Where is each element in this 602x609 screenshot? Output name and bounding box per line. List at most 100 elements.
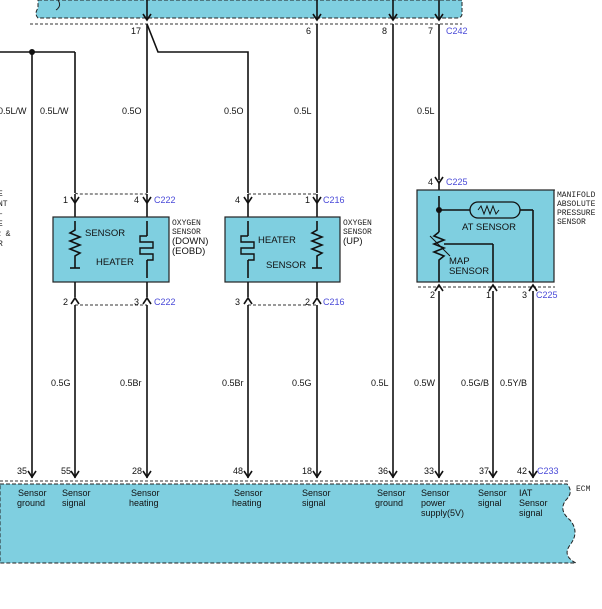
ecm-pin-label: Sensor bbox=[377, 488, 406, 498]
map-pin-4: 4 bbox=[428, 177, 433, 187]
ecm-pin-label: heating bbox=[129, 498, 159, 508]
svg-text:NT: NT bbox=[0, 200, 8, 209]
svg-text:E: E bbox=[0, 220, 3, 229]
top-pin-8: 8 bbox=[382, 26, 387, 36]
svg-text:OXYGEN: OXYGEN bbox=[343, 219, 372, 228]
ecm-pin-label: Sensor bbox=[234, 488, 263, 498]
svg-text:E: E bbox=[0, 190, 3, 199]
svg-text:ABSOLUTE: ABSOLUTE bbox=[557, 200, 596, 209]
oxy-down-pin-2: 2 bbox=[63, 297, 68, 307]
oxy-up-pin-1: 1 bbox=[305, 195, 310, 205]
ecm-pin-num: 33 bbox=[424, 466, 434, 476]
ecm-pin-label: Sensor bbox=[302, 488, 331, 498]
ecm-pin-label: ground bbox=[375, 498, 403, 508]
svg-text:(DOWN): (DOWN) bbox=[172, 236, 208, 247]
ecm-module: ECM C233 35 55 28 48 18 36 33 37 42 Sens… bbox=[0, 466, 591, 564]
svg-text:MANIFOLD: MANIFOLD bbox=[557, 191, 596, 200]
oxy-down-bot-pin-right-chevron bbox=[142, 296, 152, 305]
wire-label-4: 0.5L bbox=[294, 106, 312, 116]
oxy-up-sensor-label: SENSOR bbox=[266, 260, 306, 271]
ecm-label: ECM bbox=[576, 485, 591, 494]
map-pin-1: 1 bbox=[486, 290, 491, 300]
oxy-up-heater-label: HEATER bbox=[258, 235, 296, 246]
top-pin-6: 6 bbox=[306, 26, 311, 36]
map-pin-2: 2 bbox=[430, 290, 435, 300]
wire-label-bot-1: 0.5G bbox=[51, 378, 71, 388]
at-sensor-label: AT SENSOR bbox=[462, 222, 516, 233]
map-bot-code: C225 bbox=[536, 290, 558, 300]
ecm-pin-label: Sensor bbox=[519, 498, 548, 508]
ecm-pin-num: 18 bbox=[302, 466, 312, 476]
oxy-up-bot-code: C216 bbox=[323, 297, 345, 307]
oxy-up-bot-pin-left-chevron bbox=[243, 296, 253, 305]
ecm-pin-label: signal bbox=[62, 498, 86, 508]
ecm-pin-num: 36 bbox=[378, 466, 388, 476]
wire-label-bot-6: 0.5W bbox=[414, 378, 436, 388]
map-top-code: C225 bbox=[446, 177, 468, 187]
ecm-pin-num: 35 bbox=[17, 466, 27, 476]
oxy-down-heater-label: HEATER bbox=[96, 257, 134, 268]
map-label-1: MAP bbox=[449, 256, 470, 267]
ecm-pin-label: heating bbox=[232, 498, 262, 508]
oxy-down-pin-4: 4 bbox=[134, 195, 139, 205]
oxy-up-pin-4: 4 bbox=[235, 195, 240, 205]
ecm-pin-num: 28 bbox=[132, 466, 142, 476]
wire-label-5: 0.5L bbox=[417, 106, 435, 116]
oxy-down-pin-3: 3 bbox=[134, 297, 139, 307]
ecm-pin-label: supply(5V) bbox=[421, 508, 464, 518]
svg-text:PRESSURE: PRESSURE bbox=[557, 209, 596, 218]
left-edge-text: E NT – E R & R bbox=[0, 190, 11, 249]
ecm-pin-label: ground bbox=[17, 498, 45, 508]
wire-label-3: 0.5O bbox=[224, 106, 244, 116]
oxy-up-pin-2: 2 bbox=[305, 297, 310, 307]
wire-label-bot-5: 0.5L bbox=[371, 378, 389, 388]
oxy-down-bot-pin-left-chevron bbox=[70, 296, 80, 305]
map-sensor: 4 C225 AT SENSOR MAP SENSOR 2 1 3 C225 M… bbox=[416, 176, 596, 300]
wire-label-bot-8: 0.5Y/B bbox=[500, 378, 527, 388]
top-pin-17: 17 bbox=[131, 26, 141, 36]
ecm-pin-label: signal bbox=[302, 498, 326, 508]
svg-text:R &: R & bbox=[0, 230, 11, 239]
oxy-down-top-code: C222 bbox=[154, 195, 176, 205]
svg-text:(EOBD): (EOBD) bbox=[172, 246, 205, 257]
ecm-pin-num: 55 bbox=[61, 466, 71, 476]
wire-label-bot-4: 0.5G bbox=[292, 378, 312, 388]
wire-label-bot-3: 0.5Br bbox=[222, 378, 244, 388]
top-module bbox=[35, 0, 463, 19]
ecm-pin-label: Sensor bbox=[131, 488, 160, 498]
ecm-pin-num: 48 bbox=[233, 466, 243, 476]
oxy-down-bot-code: C222 bbox=[154, 297, 176, 307]
map-box bbox=[416, 189, 555, 283]
top-pin-7: 7 bbox=[428, 26, 433, 36]
ecm-pin-label: IAT bbox=[519, 488, 533, 498]
ecm-pin-label: signal bbox=[519, 508, 543, 518]
oxy-up-box bbox=[224, 216, 341, 283]
svg-text:R: R bbox=[0, 240, 3, 249]
wire-label-1: 0.5L/W bbox=[40, 106, 69, 116]
svg-text:SENSOR: SENSOR bbox=[557, 218, 586, 227]
ecm-pin-label: Sensor bbox=[62, 488, 91, 498]
ecm-pin-label: Sensor bbox=[18, 488, 47, 498]
map-bot-pin-b-chevron bbox=[488, 283, 498, 292]
map-bot-pin-a-chevron bbox=[434, 283, 444, 292]
wire-17-to-oxy-up bbox=[146, 23, 249, 193]
ecm-pin-label: signal bbox=[478, 498, 502, 508]
map-label-2: SENSOR bbox=[449, 266, 489, 277]
wire-label-left-edge: 0.5L/W bbox=[0, 106, 27, 116]
svg-text:–: – bbox=[0, 210, 3, 219]
oxy-up-bot-pin-right-chevron bbox=[312, 296, 322, 305]
ecm-pin-label: Sensor bbox=[478, 488, 507, 498]
oxy-sensor-down: 1 4 C222 SENSOR HEATER 2 3 C222 OXYGEN S… bbox=[52, 192, 208, 307]
svg-text:OXYGEN: OXYGEN bbox=[172, 219, 201, 228]
map-pin-3: 3 bbox=[522, 290, 527, 300]
wire-label-2: 0.5O bbox=[122, 106, 142, 116]
ecm-pin-label: Sensor bbox=[421, 488, 450, 498]
oxy-up-top-code: C216 bbox=[323, 195, 345, 205]
svg-text:SENSOR: SENSOR bbox=[172, 228, 201, 237]
top-connector-code: C242 bbox=[446, 26, 468, 36]
oxy-down-sensor-label: SENSOR bbox=[85, 228, 125, 239]
top-module-curve bbox=[55, 0, 61, 11]
wire-label-bot-7: 0.5G/B bbox=[461, 378, 489, 388]
wire-label-bot-2: 0.5Br bbox=[120, 378, 142, 388]
